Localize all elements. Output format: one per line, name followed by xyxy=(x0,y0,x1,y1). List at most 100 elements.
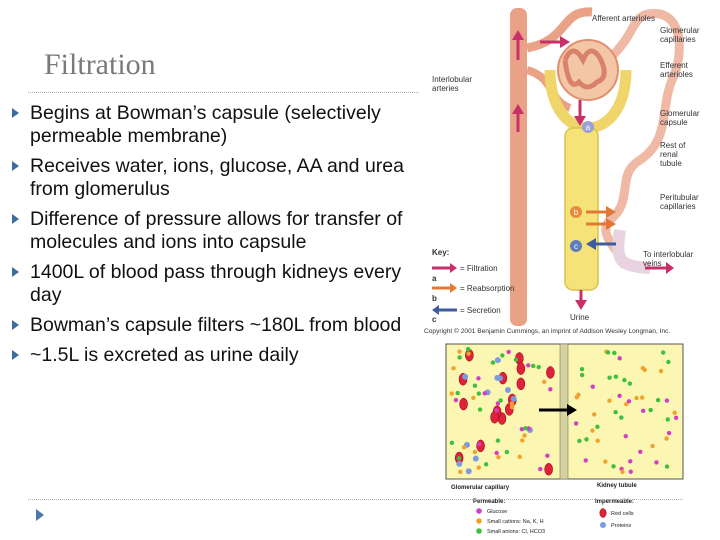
red-cells-particle xyxy=(516,377,526,391)
bullet-item: ~1.5L is excreted as urine daily xyxy=(12,344,422,367)
bullet-arrow-icon xyxy=(12,214,19,224)
anions-particle xyxy=(664,464,670,469)
legend-permeable-title: Permeable: xyxy=(473,499,505,505)
glucose-particle xyxy=(590,384,595,389)
anions-particle xyxy=(476,391,482,396)
label-peritubular-2: capillaries xyxy=(660,202,696,211)
bullet-item: Begins at Bowman’s capsule (selectively … xyxy=(12,102,422,148)
anions-particle xyxy=(523,426,528,431)
bullet-text: Difference of pressure allows for transf… xyxy=(30,208,403,253)
glucose-particle xyxy=(664,398,670,403)
next-slide-arrow-icon[interactable] xyxy=(36,509,44,521)
right-particles xyxy=(573,349,679,475)
label-interlobular-1: Interlobular xyxy=(432,75,472,84)
proteins-particle xyxy=(465,468,472,475)
cations-particle xyxy=(574,395,579,400)
glucose-particle xyxy=(623,433,628,439)
glucose-particle xyxy=(526,363,531,368)
cations-particle xyxy=(664,436,669,441)
anions-particle xyxy=(504,449,510,455)
glucose-particle xyxy=(494,408,499,413)
bullet-item: Bowman’s capsule filters ~180L from bloo… xyxy=(12,314,422,337)
bullet-arrow-icon xyxy=(12,161,19,171)
cations-particle xyxy=(509,401,515,406)
anions-particle xyxy=(613,410,618,415)
anions-particle xyxy=(531,363,536,369)
anions-particle xyxy=(483,462,489,467)
red-cells-particle xyxy=(516,362,526,375)
marker-b-label: b xyxy=(574,208,579,217)
cations-particle xyxy=(461,445,467,450)
footer-divider xyxy=(28,499,683,500)
anions-particle xyxy=(465,346,471,352)
bullet-text: Receives water, ions, glucose, AA and ur… xyxy=(30,155,404,200)
cations-particle xyxy=(471,395,476,401)
legend-proteins: Proteins xyxy=(611,523,631,529)
transfer-arrow-icon xyxy=(567,404,577,416)
label-interlobular-2: arteries xyxy=(432,84,459,93)
label-peritubular-1: Peritubular xyxy=(660,193,699,202)
marker-a-label: a xyxy=(586,123,591,132)
label-urine: Urine xyxy=(570,313,590,322)
bullet-item: 1400L of blood pass through kidneys ever… xyxy=(12,261,422,307)
anions-particle xyxy=(619,415,624,420)
glucose-particle xyxy=(519,427,525,432)
left-particles xyxy=(449,346,555,476)
cations-particle xyxy=(634,395,639,401)
cations-particle xyxy=(642,367,647,373)
bullet-arrow-icon xyxy=(12,350,19,360)
anions-particle xyxy=(666,359,671,365)
red-cells-particle xyxy=(459,397,468,411)
proteins-particle xyxy=(462,373,469,380)
anions-particle xyxy=(490,360,496,365)
legend-small-cations: Small cations: Na, K, H xyxy=(487,519,544,525)
glucose-particle xyxy=(548,387,553,392)
glucose-particle xyxy=(495,401,501,406)
proteins-particle xyxy=(504,386,511,393)
glucose-particle xyxy=(628,459,633,464)
glucose-particle xyxy=(654,460,659,465)
cations-particle xyxy=(451,365,456,371)
label-glom-capsule-2: capsule xyxy=(660,118,688,127)
red-cells-particle xyxy=(546,366,555,379)
legend-glucose: Glucose xyxy=(487,509,507,515)
bullet-item: Difference of pressure allows for transf… xyxy=(12,208,422,254)
glucose-particle xyxy=(506,349,511,355)
label-glomerular-capillary: Glomerular capillary xyxy=(451,485,510,491)
label-glom-capsule-1: Glomerular xyxy=(660,109,700,118)
label-to-veins-1: To interlobular xyxy=(643,250,694,259)
anions-particle xyxy=(536,364,541,370)
red-cells-particle xyxy=(490,410,499,424)
cations-particle xyxy=(658,368,664,374)
legend-red-cells: Red cells xyxy=(611,511,634,517)
cations-particle xyxy=(650,443,655,449)
anions-particle xyxy=(500,353,505,358)
proteins-particle xyxy=(494,357,501,364)
glucose-particle xyxy=(617,393,622,398)
bullet-text: Bowman’s capsule filters ~180L from bloo… xyxy=(30,314,402,336)
anions-particle xyxy=(498,398,503,403)
bullet-text: Begins at Bowman’s capsule (selectively … xyxy=(30,102,381,147)
label-to-veins-2: veins xyxy=(643,259,662,268)
glucose-particle xyxy=(476,376,481,381)
anions-particle xyxy=(613,374,619,379)
label-rest-2: renal xyxy=(660,150,678,159)
cations-particle xyxy=(496,454,501,460)
cations-particle xyxy=(624,401,629,407)
bullet-arrow-icon xyxy=(12,320,19,330)
anions-particle xyxy=(627,381,633,386)
slide-title: Filtration xyxy=(44,48,156,81)
anions-particle xyxy=(611,464,616,469)
cations-particle xyxy=(520,438,525,443)
glucose-particle xyxy=(476,441,482,447)
anions-particle xyxy=(455,390,460,396)
glucose-particle xyxy=(538,466,543,472)
anions-particle xyxy=(456,456,462,461)
anions-particle xyxy=(595,424,600,430)
anions-particle xyxy=(622,377,627,383)
bullet-arrow-icon xyxy=(12,267,19,277)
anions-particle xyxy=(513,357,519,362)
anions-particle xyxy=(457,355,462,360)
glucose-particle xyxy=(666,430,672,436)
key-letter-b: b xyxy=(432,294,437,303)
